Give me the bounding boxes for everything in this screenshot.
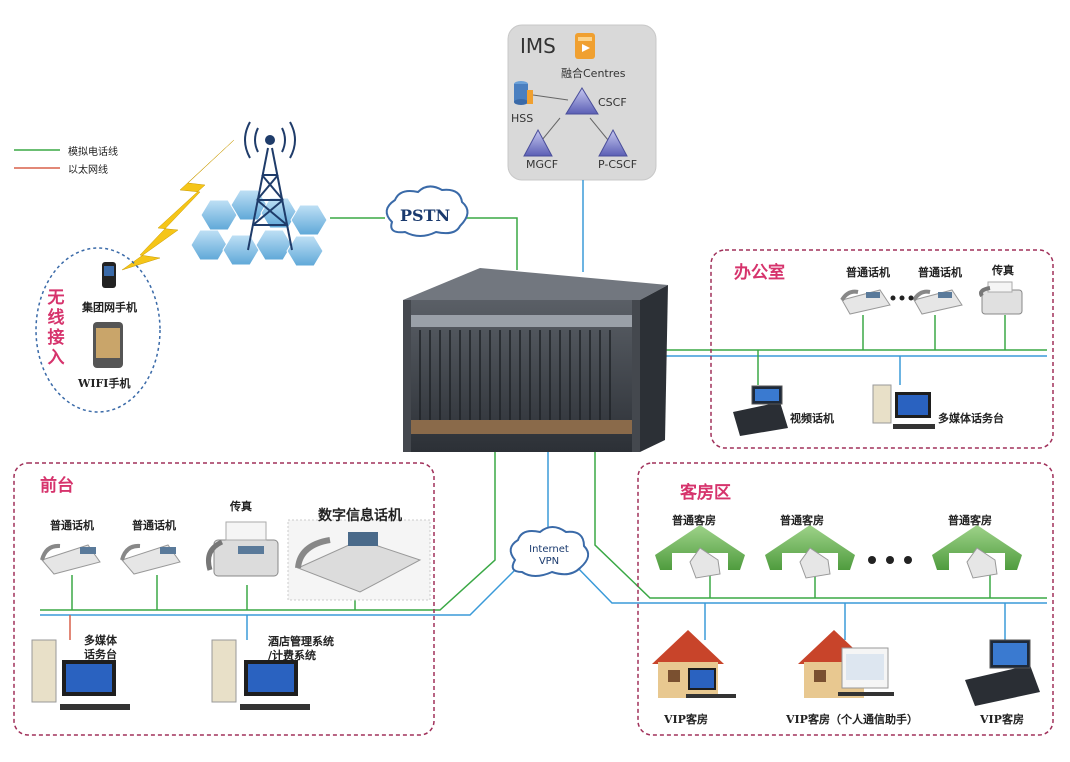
vpn-label-line1: Internet: [529, 544, 569, 555]
hotel-system-pc-icon: [211, 639, 310, 710]
video-phone-icon: [733, 385, 788, 436]
pcscf-node-icon: [598, 128, 628, 157]
room-2-house-icon: [765, 525, 855, 579]
cscf-node-icon: [565, 87, 599, 115]
legend: [14, 149, 60, 169]
vpn-cloud-icon: [509, 526, 590, 577]
office-title: 办公室: [734, 263, 785, 283]
vip-room-1-label: VIP客房: [664, 713, 708, 726]
hss-label: HSS: [511, 112, 534, 125]
office-phone-2-label: 普通话机: [918, 266, 962, 279]
mgcf-label: MGCF: [526, 158, 559, 171]
wireless-title-char-2: 线: [47, 308, 65, 328]
mgcf-node-icon: [523, 128, 553, 157]
ims-cloud: [507, 24, 657, 181]
vip-room-3-phone-icon: [965, 639, 1040, 706]
front-fax-icon: [206, 521, 279, 577]
room-2-label: 普通客房: [780, 514, 824, 527]
wireless-title-char-4: 入: [47, 348, 65, 368]
office-console-label: 多媒体话务台: [938, 412, 1004, 425]
room-3-label: 普通客房: [948, 514, 992, 527]
wireless-title-char-3: 接: [47, 328, 65, 348]
vip-room-2-icon: [798, 630, 894, 698]
vpn-label-line2: VPN: [538, 556, 560, 567]
office-section: [710, 249, 1054, 449]
front-console-label-line1: 多媒体: [84, 634, 117, 647]
front-desk-section: [13, 462, 435, 736]
pbx-rack-icon: [403, 268, 668, 452]
connection-lines: [40, 180, 1047, 640]
pstn-cloud-icon: [385, 185, 469, 237]
rooms-ellipsis-icon: [868, 556, 912, 564]
vip-room-1-icon: [652, 630, 736, 698]
front-phone-2-label: 普通话机: [132, 519, 176, 532]
office-phone-1-label: 普通话机: [846, 266, 890, 279]
digital-phone-label: 数字信息话机: [318, 508, 402, 524]
legend-ethernet-label: 以太网线: [68, 165, 108, 176]
office-fax-icon: [979, 281, 1023, 315]
lightning-bolt-icon: [121, 139, 235, 271]
ims-title: IMS: [520, 34, 556, 58]
wireless-area: [35, 247, 161, 413]
wifi-phone-icon: [93, 322, 123, 368]
wireless-title: 无 线 接 入: [46, 288, 66, 368]
pcscf-label: P-CSCF: [598, 158, 638, 171]
vip-room-2-label: VIP客房（个人通信助手）: [786, 713, 918, 726]
office-fax-label: 传真: [992, 264, 1014, 277]
legend-analog-label: 模拟电话线: [68, 147, 118, 158]
hotel-system-label-line1: 酒店管理系统: [268, 635, 334, 648]
front-console-label-line2: 话务台: [84, 648, 117, 661]
guest-rooms-title: 客房区: [680, 483, 731, 503]
group-phone-label: 集团网手机: [82, 301, 137, 314]
office-phone-2-icon: [912, 289, 963, 315]
front-fax-label: 传真: [230, 500, 252, 513]
wireless-title-char-1: 无: [47, 288, 65, 308]
front-phone-2-icon: [120, 543, 181, 575]
centres-icon: [575, 33, 595, 59]
room-3-house-icon: [932, 525, 1022, 579]
guest-rooms-section: [637, 462, 1054, 736]
hotel-system-label-line2: /计费系统: [268, 649, 317, 662]
room-1-house-icon: [655, 525, 745, 579]
hss-database-icon: [514, 81, 533, 105]
front-console-pc-icon: [31, 639, 130, 710]
vip-room-3-label: VIP客房: [980, 713, 1024, 726]
ellipsis-icon: [890, 295, 914, 301]
room-1-label: 普通客房: [672, 514, 716, 527]
vpn-label: Internet VPN: [519, 544, 579, 568]
group-mobile-phone-icon: [102, 262, 116, 288]
centres-label: 融合Centres: [561, 67, 626, 80]
front-desk-title: 前台: [40, 476, 74, 496]
cscf-label: CSCF: [598, 96, 627, 109]
office-console-pc-icon: [872, 384, 935, 429]
wifi-phone-label: WIFI手机: [78, 377, 131, 390]
front-phone-1-label: 普通话机: [50, 519, 94, 532]
front-phone-1-icon: [40, 543, 101, 575]
office-phone-1-icon: [840, 289, 891, 315]
pstn-label: PSTN: [400, 206, 451, 225]
digital-phone-icon: [287, 519, 431, 601]
video-phone-label: 视频话机: [790, 412, 834, 425]
cell-tower-icon: [190, 121, 328, 267]
